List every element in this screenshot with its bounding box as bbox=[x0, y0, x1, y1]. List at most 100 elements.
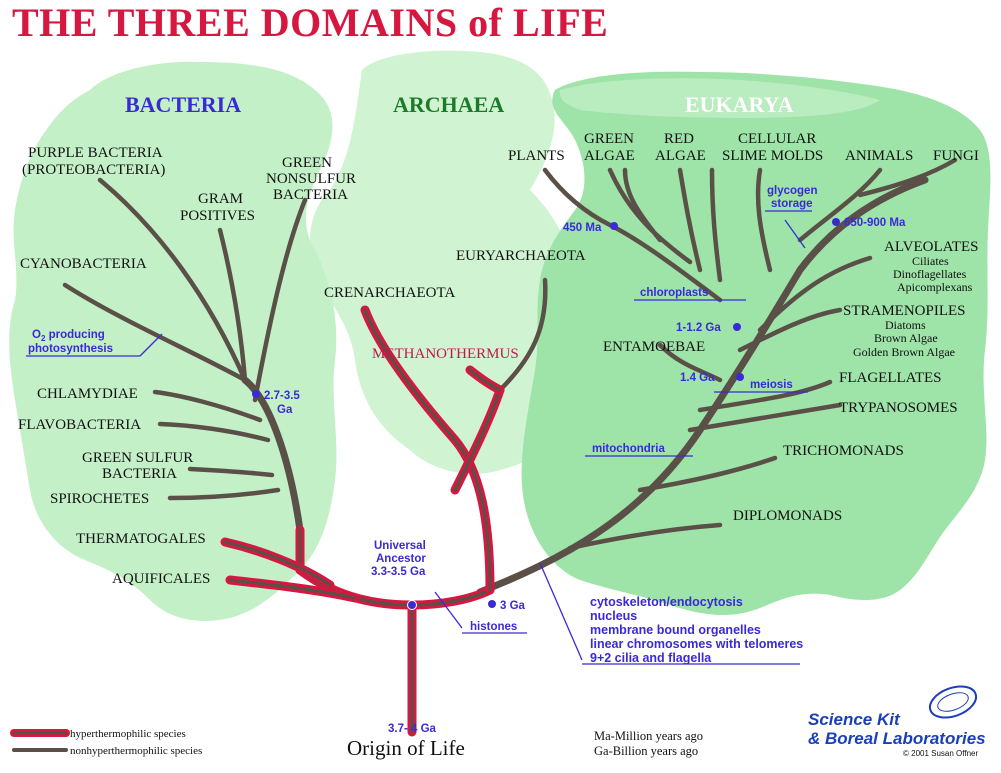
label-slime-molds-2: SLIME MOLDS bbox=[722, 148, 823, 164]
eukarya-trunk bbox=[476, 176, 929, 596]
ann-age-650: 650-900 Ma bbox=[844, 217, 906, 229]
purple-dot-icon bbox=[407, 600, 417, 610]
legend-hyper: hyperthermophilic species bbox=[70, 728, 186, 740]
annotations: O2 producing photosynthesis 2.7-3.5 Ga U… bbox=[26, 185, 906, 735]
label-entamoebae: ENTAMOEBAE bbox=[603, 339, 705, 355]
branch-gram-positives bbox=[217, 227, 248, 383]
purple-dot-icon bbox=[736, 373, 744, 381]
branch-green-sulfur bbox=[187, 466, 275, 478]
label-trypanosomes: TRYPANOSOMES bbox=[839, 400, 958, 416]
eukarya-labels: PLANTS GREEN ALGAE RED ALGAE CELLULAR SL… bbox=[508, 131, 979, 524]
note-ma: Ma-Million years ago bbox=[594, 729, 703, 743]
branch-red-algae bbox=[677, 167, 703, 273]
label-animals: ANIMALS bbox=[845, 148, 913, 164]
label-ciliates: Ciliates bbox=[912, 254, 949, 268]
label-aquificales: AQUIFICALES bbox=[112, 571, 210, 587]
branch-alveolates bbox=[757, 255, 873, 333]
purple-dot-icon bbox=[832, 218, 840, 226]
label-purple-bacteria-1: PURPLE BACTERIA bbox=[28, 145, 163, 161]
branch-spirochetes bbox=[167, 487, 281, 501]
legend-nonhyper: nonhyperthermophilic species bbox=[70, 745, 202, 757]
label-red-algae-2: ALGAE bbox=[655, 148, 706, 164]
ann-universal-1: Universal bbox=[374, 540, 426, 552]
note-ga: Ga-Billion years ago bbox=[594, 744, 698, 758]
science-kit-logo-icon bbox=[928, 685, 978, 719]
ann-universal-2: Ancestor bbox=[376, 553, 426, 565]
archaea-labels: EURYARCHAEOTA CRENARCHAEOTA METHANOTHERM… bbox=[324, 248, 586, 362]
ann-age-1-1-2: 1-1.2 Ga bbox=[676, 322, 721, 334]
label-flagellates: FLAGELLATES bbox=[839, 370, 942, 386]
ann-euk-5: 9+2 cilia and flagella bbox=[590, 651, 712, 665]
brand: Science Kit & Boreal Laboratories © 2001… bbox=[808, 685, 986, 758]
branch-flagellates bbox=[697, 379, 833, 413]
ann-glycogen-2: storage bbox=[771, 198, 813, 210]
label-green-algae-2: ALGAE bbox=[584, 148, 635, 164]
label-dinoflagellates: Dinoflagellates bbox=[893, 267, 967, 281]
label-red-algae-1: RED bbox=[664, 131, 694, 147]
ann-universal-3: 3.3-3.5 Ga bbox=[371, 566, 426, 578]
label-diplomonads: DIPLOMONADS bbox=[733, 508, 842, 524]
ann-histones: histones bbox=[470, 621, 517, 633]
ann-euk-4: linear chromosomes with telomeres bbox=[590, 637, 803, 651]
branch-slime-molds-2 bbox=[755, 167, 773, 273]
domain-eukarya-label: EUKARYA bbox=[685, 92, 794, 117]
branch-green-nonsulfur bbox=[252, 197, 308, 403]
ann-bact-age-2: Ga bbox=[277, 404, 293, 416]
ann-meiosis: meiosis bbox=[750, 379, 793, 391]
ann-bact-age-1: 2.7-3.5 bbox=[264, 390, 300, 402]
label-green-nonsulfur-2: NONSULFUR bbox=[266, 171, 356, 187]
ann-age-1-4: 1.4 Ga bbox=[680, 372, 715, 384]
branch-animals bbox=[797, 167, 883, 243]
label-trichomonads: TRICHOMONADS bbox=[783, 443, 904, 459]
label-plants: PLANTS bbox=[508, 148, 565, 164]
label-thermatogales: THERMATOGALES bbox=[76, 531, 206, 547]
domain-bacteria-label: BACTERIA bbox=[125, 92, 241, 117]
label-gram-1: GRAM bbox=[198, 191, 243, 207]
eukarya-region-light bbox=[559, 78, 880, 118]
branch-stramenopiles bbox=[737, 307, 843, 353]
branch-trypanosomes bbox=[687, 402, 843, 433]
bacteria-branches bbox=[62, 177, 308, 534]
branch-fungi bbox=[857, 157, 958, 198]
bacteria-labels: PURPLE BACTERIA (PROTEOBACTERIA) GREEN N… bbox=[18, 145, 356, 587]
label-gram-2: POSITIVES bbox=[180, 208, 255, 224]
hyperthermophilic-branches bbox=[220, 305, 505, 737]
legend: hyperthermophilic species nonhyperthermo… bbox=[10, 728, 202, 757]
branch-diplomonads bbox=[567, 522, 723, 551]
brand-line1: Science Kit bbox=[808, 710, 901, 729]
label-origin-of-life: Origin of Life bbox=[347, 736, 465, 760]
label-stramenopiles: STRAMENOPILES bbox=[843, 303, 966, 319]
purple-dot-icon bbox=[733, 323, 741, 331]
label-flavobacteria: FLAVOBACTERIA bbox=[18, 417, 141, 433]
branch-flavobacteria bbox=[157, 421, 271, 443]
label-euryarchaeota: EURYARCHAEOTA bbox=[456, 248, 586, 264]
ann-euk-2: nucleus bbox=[590, 609, 637, 623]
ann-photosynthesis: photosynthesis bbox=[28, 343, 113, 355]
domain-archaea-label: ARCHAEA bbox=[393, 92, 504, 117]
label-apicomplexans: Apicomplexans bbox=[897, 280, 973, 294]
branch-cyanobacteria bbox=[62, 282, 248, 383]
branch-green-algae-2 bbox=[622, 167, 663, 243]
label-golden-brown-algae: Golden Brown Algae bbox=[853, 345, 955, 359]
label-slime-molds-1: CELLULAR bbox=[738, 131, 816, 147]
branch-trichomonads bbox=[637, 455, 778, 493]
label-spirochetes: SPIROCHETES bbox=[50, 491, 149, 507]
ann-mitochondria: mitochondria bbox=[592, 443, 665, 455]
ann-three-ga: 3 Ga bbox=[500, 600, 526, 612]
ann-glycogen-1: glycogen bbox=[767, 185, 817, 197]
brand-line2: & Boreal Laboratories bbox=[808, 729, 986, 748]
branch-euryarchaeota bbox=[497, 277, 548, 393]
label-chlamydiae: CHLAMYDIAE bbox=[37, 386, 138, 402]
ann-o2-producing: O2 producing bbox=[32, 329, 105, 343]
label-alveolates: ALVEOLATES bbox=[884, 239, 978, 255]
label-green-nonsulfur-1: GREEN bbox=[282, 155, 332, 171]
label-purple-bacteria-2: (PROTEOBACTERIA) bbox=[22, 162, 165, 178]
label-brown-algae: Brown Algae bbox=[874, 331, 938, 345]
purple-dot-icon bbox=[252, 390, 260, 398]
label-fungi: FUNGI bbox=[933, 148, 979, 164]
label-green-algae-1: GREEN bbox=[584, 131, 634, 147]
branch-plants bbox=[542, 167, 723, 303]
ann-euk-3: membrane bound organelles bbox=[590, 623, 761, 637]
